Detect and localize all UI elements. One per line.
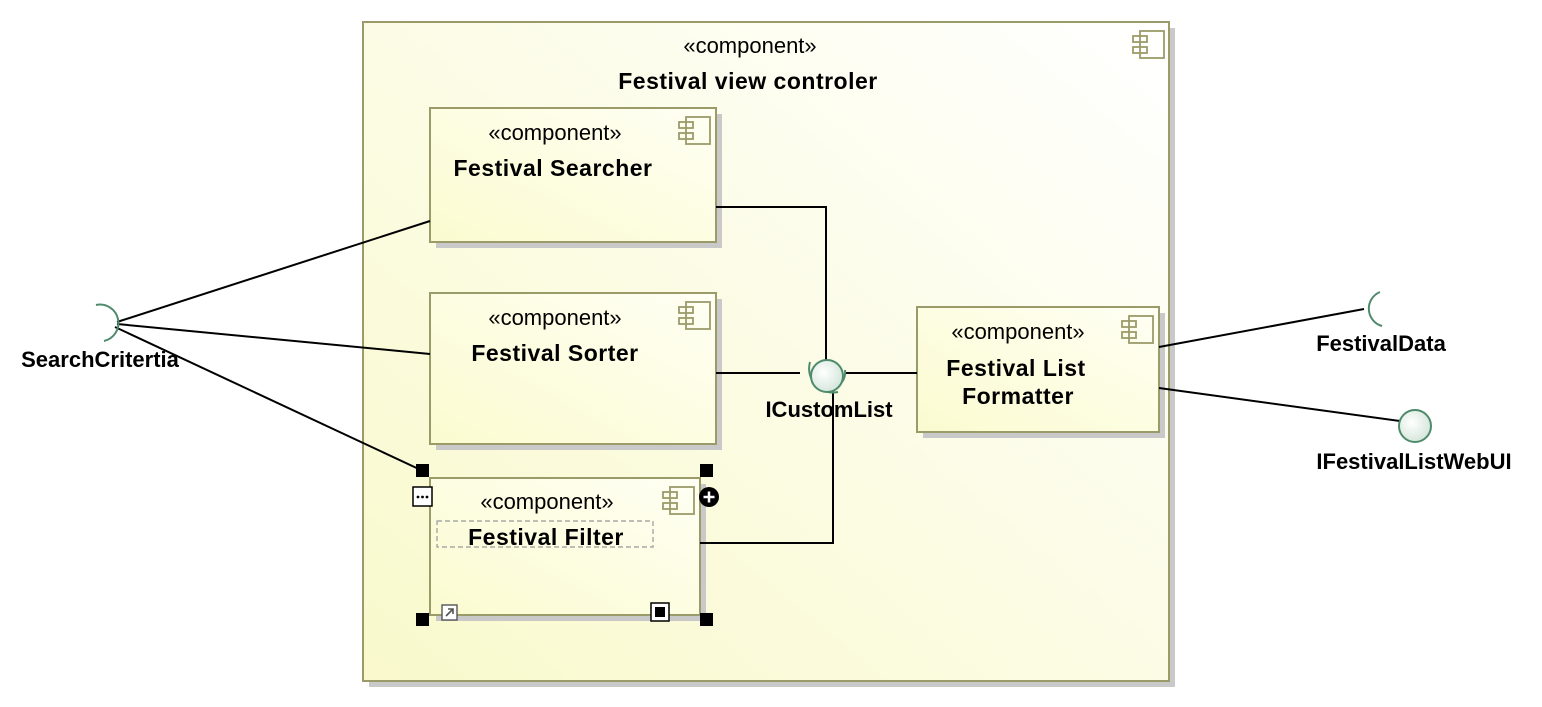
- icustomlist-interface[interactable]: ICustomList: [765, 359, 893, 422]
- resize-handle-bottom-left[interactable]: [416, 613, 429, 626]
- ellipsis-icon[interactable]: [412, 486, 433, 507]
- square-icon[interactable]: [650, 602, 670, 622]
- festival-searcher-component[interactable]: «component» Festival Searcher: [429, 107, 722, 248]
- festival-data-label: FestivalData: [1316, 331, 1446, 356]
- sorter-stereotype: «component»: [488, 305, 621, 330]
- component-icon: [1121, 315, 1154, 344]
- socket-icon: [95, 303, 120, 342]
- connector-filter-customlist[interactable]: [700, 390, 834, 544]
- name-edit-box[interactable]: [436, 520, 654, 548]
- lollipop-icon: [810, 359, 844, 393]
- arrow-link-icon[interactable]: [441, 604, 458, 621]
- festival-list-webui-interface[interactable]: IFestivalListWebUI: [1316, 409, 1512, 474]
- component-icon: [678, 116, 711, 145]
- search-criteria-interface[interactable]: SearchCritertia: [21, 303, 180, 372]
- festival-list-webui-label: IFestivalListWebUI: [1316, 449, 1511, 474]
- festival-list-formatter-component[interactable]: «component» Festival List Formatter: [916, 306, 1165, 438]
- connector-filter[interactable]: [114, 326, 424, 472]
- resize-handle-bottom-right[interactable]: [700, 613, 713, 626]
- container-stereotype: «component»: [683, 33, 816, 58]
- festival-sorter-component[interactable]: «component» Festival Sorter: [429, 292, 722, 450]
- sorter-name: Festival Sorter: [471, 340, 638, 366]
- component-icon: [678, 301, 711, 330]
- socket-icon: [1367, 291, 1383, 327]
- festival-filter-component[interactable]: «component» Festival Filter: [429, 477, 706, 621]
- connector-searcher-customlist[interactable]: [716, 206, 827, 360]
- icustomlist-label: ICustomList: [765, 397, 893, 422]
- formatter-name-line2: Formatter: [962, 383, 1074, 409]
- searcher-name: Festival Searcher: [453, 155, 652, 181]
- filter-name: Festival Filter: [468, 524, 624, 550]
- connector-searcher[interactable]: [116, 220, 431, 323]
- connector-formatter-festivaldata[interactable]: [1158, 308, 1365, 348]
- resize-handle-top-right[interactable]: [700, 464, 713, 477]
- plus-icon[interactable]: [699, 487, 719, 507]
- filter-stereotype: «component»: [480, 489, 613, 514]
- component-icon: [1132, 30, 1165, 59]
- container-name: Festival view controler: [618, 68, 877, 94]
- component-icon: [662, 486, 695, 515]
- connector-formatter-webui[interactable]: [1158, 387, 1401, 422]
- connectors: [114, 206, 1401, 544]
- lollipop-icon: [1398, 409, 1432, 443]
- formatter-name-line1: Festival List: [946, 355, 1085, 381]
- searcher-stereotype: «component»: [488, 120, 621, 145]
- search-criteria-label: SearchCritertia: [21, 347, 180, 372]
- formatter-stereotype: «component»: [951, 319, 1084, 344]
- festival-data-interface[interactable]: FestivalData: [1316, 291, 1447, 356]
- connector-sorter[interactable]: [116, 323, 431, 355]
